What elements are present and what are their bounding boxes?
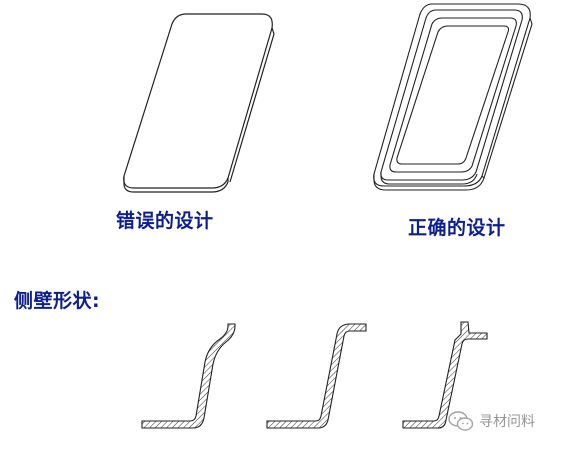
watermark: 寻材问料 (448, 410, 535, 432)
wechat-logo-icon (448, 411, 474, 431)
correct-design-label: 正确的设计 (408, 217, 506, 239)
wrong-design-plate (123, 13, 275, 193)
side-wall-shapes-heading: 侧壁形状: (14, 290, 101, 312)
side-wall-profile-flanged (266, 323, 367, 429)
correct-design-frame (373, 3, 533, 191)
side-wall-profile-lipped (402, 321, 488, 429)
watermark-text: 寻材问料 (479, 414, 535, 430)
wrong-design-label: 错误的设计 (116, 210, 214, 232)
side-wall-profile-s-curve (141, 323, 236, 429)
